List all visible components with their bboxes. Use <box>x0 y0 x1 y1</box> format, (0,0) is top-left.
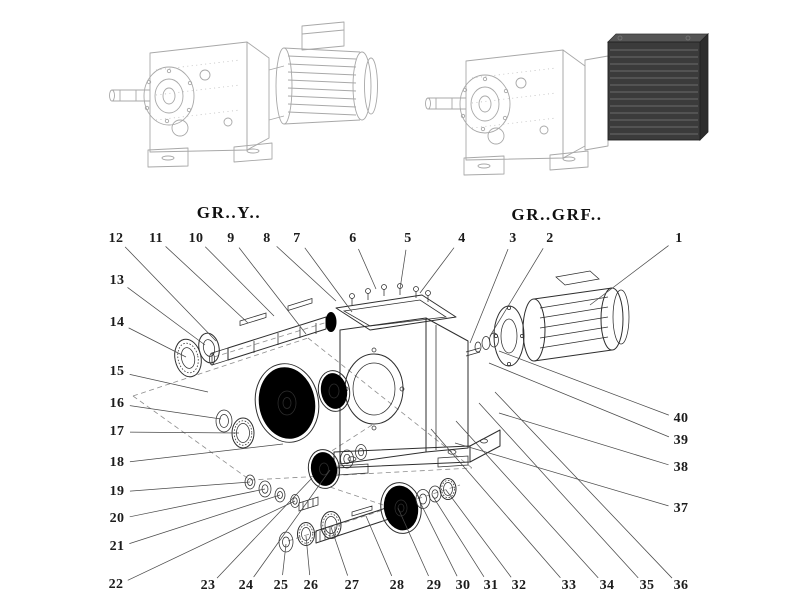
gear-housing <box>333 283 501 476</box>
leader-line-38 <box>498 412 669 466</box>
callout-19: 19 <box>109 484 125 499</box>
leader-line-30 <box>418 499 458 577</box>
callout-21: 21 <box>109 539 125 554</box>
leader-line-7 <box>304 247 353 313</box>
leader-line-27 <box>330 526 348 576</box>
callout-14: 14 <box>109 315 125 330</box>
leader-line-17 <box>129 431 240 434</box>
output-shaft-assembly <box>278 478 457 553</box>
callout-29: 29 <box>426 578 442 593</box>
callout-34: 34 <box>599 578 615 593</box>
leader-line-25 <box>282 543 287 576</box>
callout-12: 12 <box>108 231 124 246</box>
leader-line-9 <box>238 247 307 335</box>
leader-line-2 <box>489 248 544 337</box>
callout-20: 20 <box>109 511 125 526</box>
callout-17: 17 <box>109 424 125 439</box>
left-model-label: GR..Y.. <box>196 203 262 222</box>
leader-line-26 <box>305 535 311 576</box>
leader-line-21 <box>129 494 281 545</box>
callout-33: 33 <box>561 578 577 593</box>
leader-line-39 <box>488 362 670 438</box>
callout-6: 6 <box>349 231 357 246</box>
callout-31: 31 <box>483 578 499 593</box>
callout-18: 18 <box>109 455 125 470</box>
callout-10: 10 <box>188 231 204 246</box>
leader-line-19 <box>129 481 251 492</box>
callout-9: 9 <box>227 231 235 246</box>
leader-line-3 <box>469 249 509 344</box>
callout-23: 23 <box>200 578 216 593</box>
callout-39: 39 <box>673 433 689 448</box>
callout-27: 27 <box>344 578 360 593</box>
right-gearmotor-illustration <box>425 33 709 176</box>
construction-lines <box>132 319 473 542</box>
callout-15: 15 <box>109 364 125 379</box>
leader-line-18 <box>129 443 284 463</box>
callout-8: 8 <box>263 231 271 246</box>
callout-37: 37 <box>673 501 689 516</box>
leader-line-36 <box>494 391 673 579</box>
intermediate-gear-set <box>215 363 351 449</box>
exploded-view-drawing <box>124 245 673 581</box>
leader-line-35 <box>478 402 639 579</box>
leader-line-12 <box>124 246 217 342</box>
leader-line-5 <box>399 249 407 290</box>
callout-25: 25 <box>273 578 289 593</box>
leader-line-28 <box>365 515 393 577</box>
callout-26: 26 <box>303 578 319 593</box>
leader-line-37 <box>454 442 669 507</box>
leader-line-14 <box>128 327 187 358</box>
callout-22: 22 <box>108 577 124 592</box>
electric-motor <box>465 270 630 367</box>
callout-40: 40 <box>673 411 689 426</box>
leader-line-1 <box>589 245 669 306</box>
leader-line-13 <box>127 287 206 346</box>
callout-4: 4 <box>458 231 466 246</box>
leader-line-6 <box>358 248 377 290</box>
leader-line-40 <box>498 350 669 416</box>
cover-bolts <box>349 283 431 305</box>
callout-5: 5 <box>404 231 412 246</box>
callout-3: 3 <box>509 231 517 246</box>
callout-7: 7 <box>293 231 301 246</box>
callout-24: 24 <box>238 578 254 593</box>
leader-line-8 <box>276 246 337 302</box>
callout-11: 11 <box>148 231 164 246</box>
leader-line-32 <box>445 489 512 578</box>
leader-line-11 <box>165 246 249 324</box>
leader-line-34 <box>455 420 599 579</box>
callout-32: 32 <box>511 578 527 593</box>
callout-36: 36 <box>673 578 689 593</box>
leader-line-29 <box>397 507 429 577</box>
callout-1: 1 <box>675 231 683 246</box>
input-shaft-assembly <box>209 297 337 366</box>
small-gear-cluster <box>307 444 367 489</box>
leader-line-20 <box>129 488 266 518</box>
callout-38: 38 <box>673 460 689 475</box>
washer-cluster <box>244 474 319 512</box>
leader-line-33 <box>430 428 561 578</box>
leader-line-10 <box>204 246 275 317</box>
leader-lines <box>124 245 673 581</box>
callout-30: 30 <box>455 578 471 593</box>
left-gearmotor-illustration <box>109 21 378 168</box>
input-bearing-and-seal <box>174 332 220 378</box>
leader-line-24 <box>253 469 331 578</box>
leader-line-23 <box>216 477 313 579</box>
callout-28: 28 <box>389 578 405 593</box>
leader-line-4 <box>419 247 455 294</box>
callout-13: 13 <box>109 273 125 288</box>
callout-35: 35 <box>639 578 655 593</box>
callout-2: 2 <box>546 231 554 246</box>
leader-line-16 <box>129 405 222 420</box>
leader-line-31 <box>431 494 485 577</box>
leader-line-15 <box>129 373 209 393</box>
right-model-label: GR..GRF.. <box>511 205 603 224</box>
leader-line-22 <box>127 500 296 581</box>
callout-16: 16 <box>109 396 125 411</box>
